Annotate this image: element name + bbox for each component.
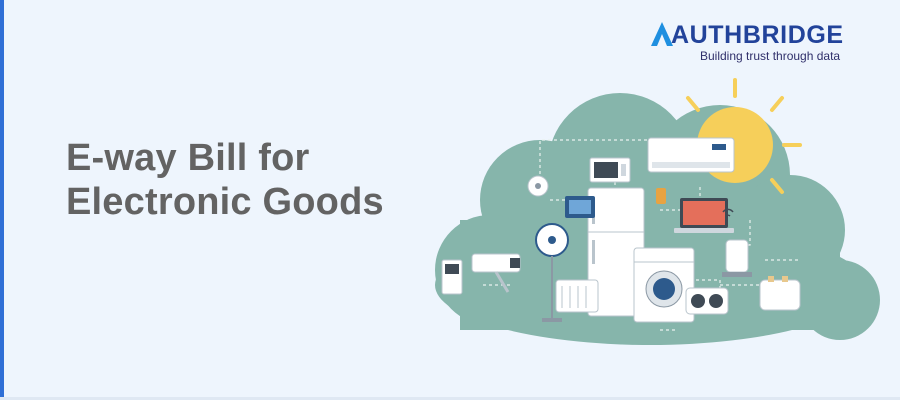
remote-sensor-icon <box>656 188 666 204</box>
radio-icon <box>685 287 729 315</box>
microwave-icon <box>589 157 631 183</box>
brand-logo: AUTHBRIDGE Building trust through data <box>651 20 851 64</box>
intercom-icon <box>441 259 463 295</box>
page-title-line-2: Electronic Goods <box>66 181 384 223</box>
brand-name: AUTHBRIDGE <box>671 21 844 49</box>
brand-tagline: Building trust through data <box>700 49 841 63</box>
logo-mark-icon <box>651 22 673 46</box>
electronic-appliances-illustration <box>435 78 880 345</box>
bottom-divider <box>0 397 900 400</box>
smoke-detector-icon <box>527 175 549 197</box>
laptop-icon <box>674 198 734 233</box>
heater-icon <box>555 279 599 313</box>
toaster-icon <box>759 276 801 311</box>
left-accent-bar <box>0 0 4 400</box>
thermostat-icon <box>565 196 595 218</box>
washing-machine-icon <box>633 247 695 323</box>
page-title-line-1: E-way Bill for <box>66 137 310 179</box>
wifi-icon <box>722 208 734 217</box>
air-conditioner-icon <box>647 137 735 173</box>
fan-icon <box>535 223 569 322</box>
cctv-camera-icon <box>471 253 521 293</box>
page-title: E-way Bill for Electronic Goods <box>66 136 384 224</box>
kettle-icon <box>722 239 752 277</box>
